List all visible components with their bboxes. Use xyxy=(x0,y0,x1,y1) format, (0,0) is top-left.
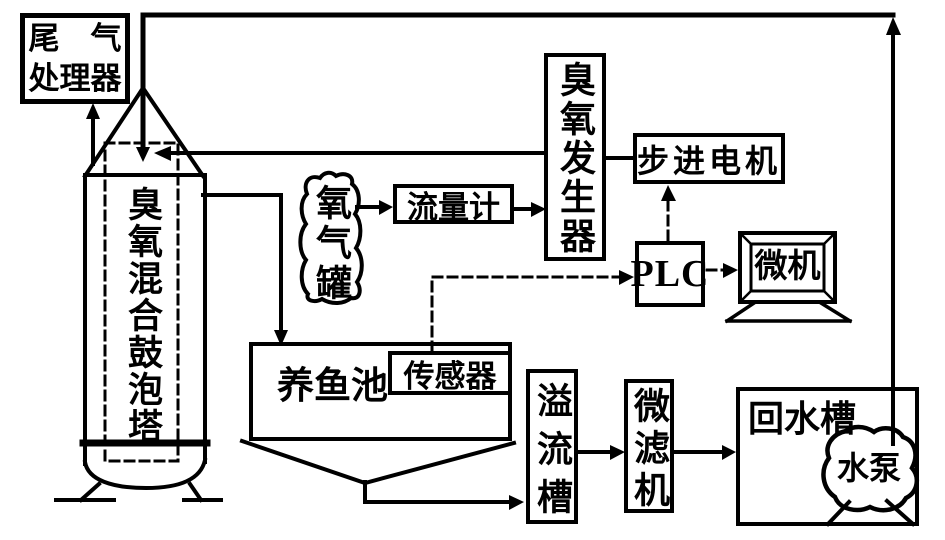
computer-label: 微机 xyxy=(754,249,821,285)
sensor-box: 传感器 xyxy=(388,351,512,395)
arrow-into-pond-icon xyxy=(274,330,288,346)
overflow-tank-box xyxy=(526,369,578,524)
arrow-oxygen-to-flowmeter-icon xyxy=(379,200,393,215)
return-tank-label: 回水槽 xyxy=(748,399,857,439)
tower-inner-dashed-tube xyxy=(103,141,180,463)
water-pump-outline xyxy=(821,424,920,513)
arrow-to-tailgas-icon xyxy=(86,103,100,119)
tail-gas-processor-label-line2: 处理器 xyxy=(28,60,122,96)
arrow-microfilter-to-return-icon xyxy=(722,445,736,460)
ozone-generator-box xyxy=(544,53,606,261)
flow-meter-label: 流量计 xyxy=(407,189,500,225)
tower-to-pond-line xyxy=(201,193,283,336)
arrow-plc-to-motor-icon xyxy=(661,185,676,201)
tail-gas-processor-label-line1: 尾 气 xyxy=(28,20,122,56)
oxygen-tank-outline xyxy=(298,170,364,305)
oxygen-tank-label: 氧气罐 xyxy=(311,184,351,304)
monitor-stand xyxy=(724,300,853,324)
arrow-sensor-to-plc-icon xyxy=(619,270,634,285)
ozone-generator-label: 臭氧发生器 xyxy=(555,61,595,256)
bubble-tower-label: 臭氧混合鼓泡塔 xyxy=(123,186,162,445)
monitor-screen-frame xyxy=(749,242,826,293)
pump-stand xyxy=(825,498,916,527)
arrow-plc-to-computer-icon xyxy=(723,263,738,278)
arrow-into-cone-icon xyxy=(136,147,150,162)
fish-pond-label: 养鱼池 xyxy=(277,366,388,407)
microfilter-box xyxy=(624,379,674,513)
monitor-outer-frame xyxy=(738,231,837,304)
overflow-tank-label: 溢流槽 xyxy=(532,382,572,526)
pond-funnel xyxy=(239,438,517,486)
pond-drain-line xyxy=(363,480,513,504)
tail-gas-processor-box: 尾 气 处理器 xyxy=(20,13,130,104)
tower-dish-bottom xyxy=(82,457,208,491)
arrow-overflow-to-microfilter-icon xyxy=(610,445,625,460)
tower-legs xyxy=(78,481,204,503)
arrow-ozone-into-tower-icon xyxy=(154,146,171,161)
return-tank-box: 回水槽 xyxy=(736,387,919,526)
water-pump-label: 水泵 xyxy=(836,450,901,486)
plc-label: PLC xyxy=(630,253,710,295)
tower-cone xyxy=(82,84,206,179)
monitor-bevel-lines xyxy=(738,231,837,304)
arrow-flowmeter-to-generator-icon xyxy=(531,202,546,217)
sensor-to-plc-dashed xyxy=(430,275,623,353)
plc-box: PLC xyxy=(631,241,709,307)
stepper-motor-box: 步进电机 xyxy=(633,133,785,184)
top-feedback-line xyxy=(140,12,896,152)
microfilter-label: 微滤机 xyxy=(629,387,669,513)
flow-meter-box: 流量计 xyxy=(393,184,514,225)
arrow-pump-to-topline-icon xyxy=(886,17,901,35)
stepper-motor-label: 步进电机 xyxy=(637,142,782,179)
arrow-drain-to-overflow-icon xyxy=(509,495,524,510)
sensor-label: 传感器 xyxy=(403,358,497,394)
